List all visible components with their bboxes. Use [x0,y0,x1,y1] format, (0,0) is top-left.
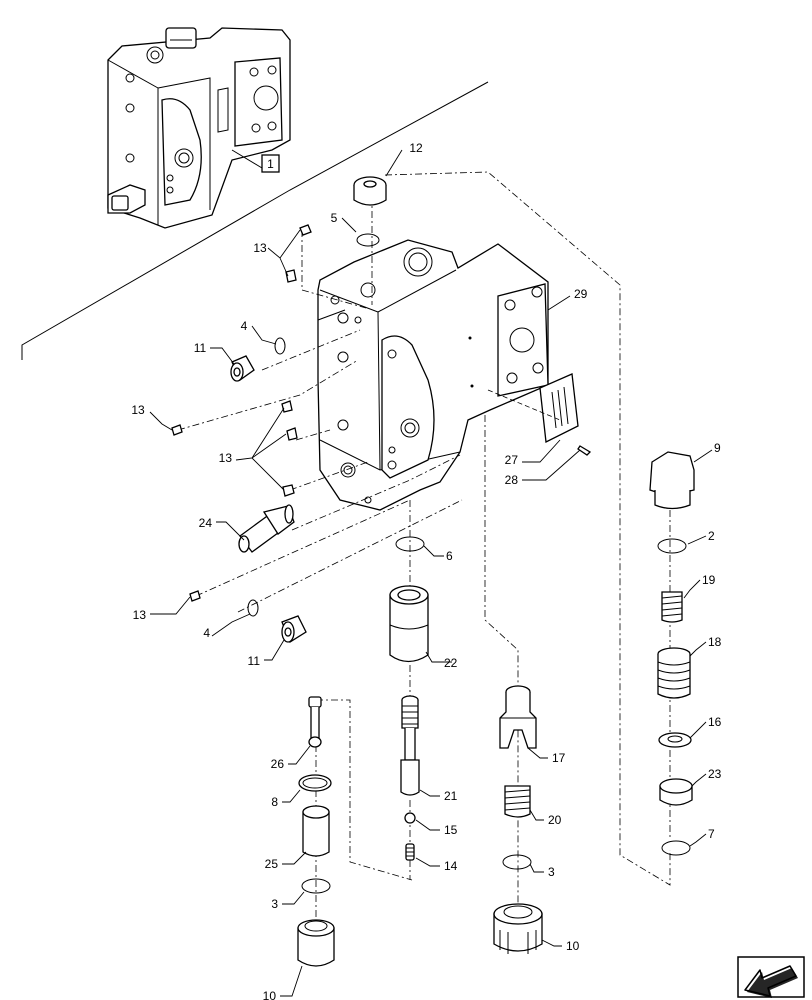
callout-4-upper: 4 [241,319,248,333]
callout-19: 19 [702,573,716,587]
leader-lines [149,149,713,997]
callout-8: 8 [271,795,278,809]
part-oring-4-upper [274,337,286,355]
callout-3-right: 3 [548,865,555,879]
part-ball-15 [404,812,416,824]
callout-9: 9 [714,441,721,455]
callout-26: 26 [271,757,285,771]
part-piston-17 [499,685,537,749]
callout-13-top: 13 [253,241,267,255]
part-washer-16 [658,732,692,748]
part-spring-19 [661,591,683,623]
part-spool-21 [400,695,420,796]
part-fitting-24 [238,504,295,553]
arrow-left-icon[interactable] [737,956,805,998]
part-spring-18 [657,647,691,699]
part-screw-14 [405,843,415,861]
callout-21: 21 [444,789,458,803]
callout-labels: 12 5 13 4 11 13 13 24 13 4 11 6 22 29 27… [131,141,721,1000]
part-spring-20 [504,785,531,818]
part-plug-9 [649,451,695,510]
reference-box: 1 [21,81,489,360]
part-oring-4-lower [247,599,259,617]
alignment-lines [177,171,671,930]
part-cap-10-right [493,903,543,954]
callout-4-lower: 4 [203,626,210,640]
part-pin-26 [308,696,322,748]
part-oring-2 [657,538,687,554]
callout-17: 17 [552,751,566,765]
callout-24: 24 [199,516,213,530]
main-valve-body [317,239,549,511]
callout-13-bottom: 13 [133,608,147,622]
callout-29: 29 [574,287,588,301]
callout-3-left: 3 [271,897,278,911]
reference-box-label: 1 [267,157,274,171]
part-plug-11-upper [230,355,255,382]
callout-22: 22 [444,656,458,670]
part-oring-6 [395,536,425,552]
nameplate [539,373,592,456]
callout-11-lower: 11 [248,654,261,668]
part-seat-23 [659,778,693,806]
part-ring-8 [298,774,332,792]
callout-27: 27 [505,453,519,467]
part-sleeve-22 [389,585,429,663]
callout-13-left: 13 [131,403,145,417]
callout-12: 12 [409,141,423,155]
callout-5: 5 [331,211,338,225]
overview-valve-assembly [107,27,291,229]
part-plug-11-lower [281,615,307,643]
callout-16: 16 [708,715,722,729]
callout-23: 23 [708,767,722,781]
callout-11-upper: 11 [194,341,207,355]
callout-15: 15 [444,823,458,837]
callout-28: 28 [505,473,519,487]
callout-7: 7 [708,827,715,841]
callout-14: 14 [444,859,458,873]
part-small-plugs-13 [171,224,312,602]
callout-13-group: 13 [219,451,233,465]
callout-18: 18 [708,635,722,649]
part-cap-10-left [297,919,335,967]
part-plug-12 [353,176,387,206]
part-oring-3-right [502,854,532,870]
part-sleeve-25 [302,805,330,857]
callout-2: 2 [708,529,715,543]
callout-10-left: 10 [263,989,277,1000]
callout-20: 20 [548,813,562,827]
part-oring-3-left [301,878,331,894]
callout-25: 25 [265,857,279,871]
callout-6: 6 [446,549,453,563]
part-oring-5 [356,233,380,247]
callout-10-right: 10 [566,939,580,953]
part-oring-7 [661,840,691,856]
